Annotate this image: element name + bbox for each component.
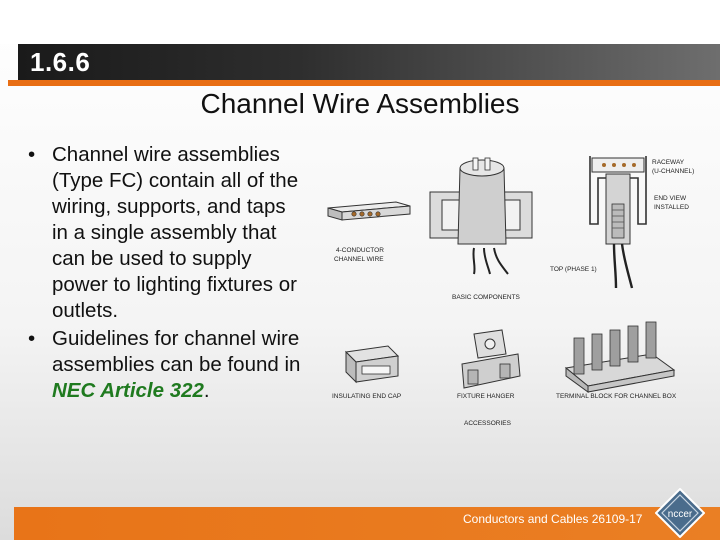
label-accessories: ACCESSORIES: [464, 420, 512, 427]
label-raceway: RACEWAY: [652, 159, 685, 166]
top-phase-tap-illustration: [429, 157, 533, 275]
nccer-logo: nccer: [655, 488, 705, 538]
channel-wire-diagram: RACEWAY (U-CHANNEL) END VIEW INSTALLED 4…: [327, 156, 694, 427]
bullet-dot-icon: •: [28, 143, 36, 166]
end-view-illustration: [589, 156, 647, 289]
label-u-channel: (U-CHANNEL): [652, 168, 694, 175]
accent-bar: [8, 80, 720, 86]
label-installed: INSTALLED: [654, 204, 689, 211]
end-cap-illustration: [344, 345, 400, 384]
bullet-text: Channel wire assemblies (Type FC) contai…: [52, 143, 299, 322]
top-strip: [0, 0, 720, 44]
bullet-dot-icon: •: [28, 327, 36, 350]
label-insulating-end-cap: INSULATING END CAP: [332, 393, 401, 400]
label-basic-components: BASIC COMPONENTS: [452, 294, 521, 301]
terminal-block-illustration: [564, 321, 676, 393]
logo-text: nccer: [668, 509, 693, 520]
label-4-conductor: 4-CONDUCTOR: [336, 247, 384, 254]
channel-wire-illustration: [327, 201, 411, 221]
title-band: [18, 44, 720, 80]
label-terminal-block: TERMINAL BLOCK FOR CHANNEL BOX: [556, 393, 677, 400]
label-channel-wire: CHANNEL WIRE: [334, 256, 384, 263]
nec-article-reference: NEC Article 322: [52, 379, 204, 402]
footer-text: Conductors and Cables 26109-17: [463, 512, 643, 526]
bullet-text-suffix: .: [203, 379, 210, 402]
bullet-list: • Channel wire assemblies (Type FC) cont…: [26, 142, 304, 406]
bullet-text-prefix: Guidelines for channel wire assemblies c…: [52, 327, 301, 376]
bullet-item: • Channel wire assemblies (Type FC) cont…: [26, 142, 304, 324]
label-top-phase: TOP (PHASE 1): [550, 266, 597, 273]
slide-title: Channel Wire Assemblies: [200, 88, 520, 119]
section-number: 1.6.6: [30, 47, 91, 77]
fixture-hanger-illustration: [461, 329, 521, 389]
label-end-view: END VIEW: [654, 195, 687, 202]
label-fixture-hanger: FIXTURE HANGER: [457, 393, 515, 400]
footer-band: [14, 507, 720, 540]
bullet-item: • Guidelines for channel wire assemblies…: [26, 326, 304, 404]
